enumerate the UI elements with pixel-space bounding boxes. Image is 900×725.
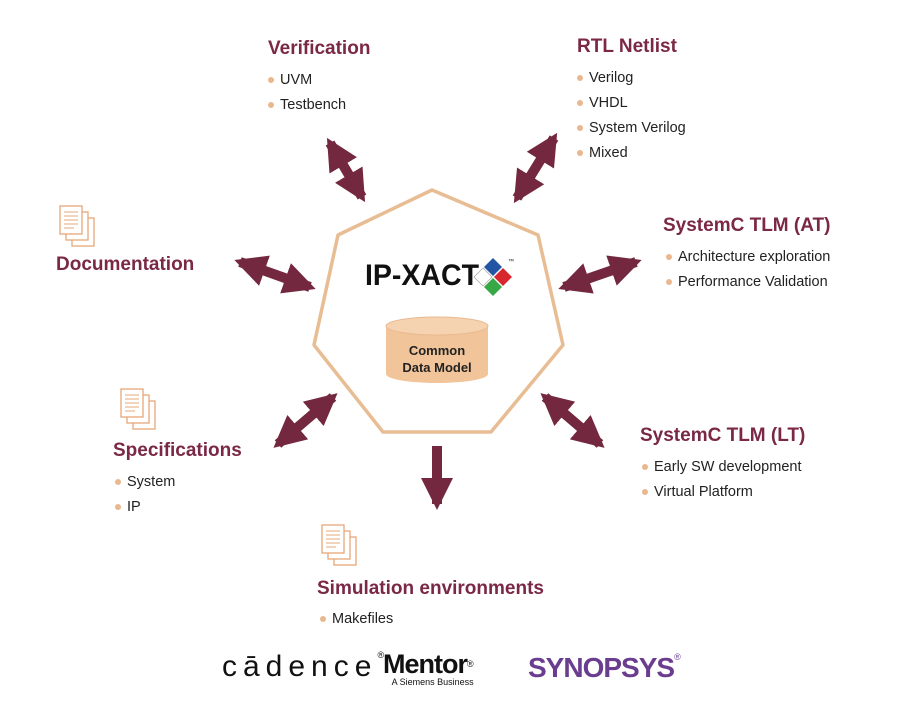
list-item: Virtual Platform [642, 480, 805, 505]
list-item: Architecture exploration [666, 245, 830, 270]
documentation-title: Documentation [56, 254, 195, 275]
simulation-title: Simulation environments [317, 578, 544, 599]
database-label-line2: Data Model [402, 360, 471, 375]
document-stack-icon [321, 524, 357, 566]
list-item: UVM [268, 68, 370, 93]
ipxact-logo-text: IP-XACT [365, 259, 479, 292]
specifications-block: Specifications System IP [113, 440, 242, 520]
synopsys-logo-text: SYNOPSYS [528, 652, 675, 683]
list-item: System [115, 470, 242, 495]
list-item: Makefiles [320, 607, 544, 632]
synopsys-reg-mark: ® [674, 652, 681, 662]
rtl-netlist-list: Verilog VHDL System Verilog Mixed [577, 66, 686, 166]
systemc-tlm-lt-list: Early SW development Virtual Platform [642, 455, 805, 505]
arrow-tlm-lt [540, 393, 605, 448]
document-stack-icon [120, 388, 156, 430]
rtl-netlist-title: RTL Netlist [577, 36, 677, 57]
list-item: System Verilog [577, 116, 686, 141]
arrow-rtl [512, 132, 559, 204]
systemc-tlm-lt-block: SystemC TLM (LT) Early SW development Vi… [640, 425, 805, 505]
systemc-tlm-at-block: SystemC TLM (AT) Architecture exploratio… [663, 215, 830, 295]
list-item: IP [115, 495, 242, 520]
list-item: Testbench [268, 93, 370, 118]
mentor-logo: Mentor® A Siemens Business [383, 650, 474, 687]
cadence-logo: cādence® [222, 650, 384, 684]
list-item: Performance Validation [666, 270, 830, 295]
simulation-block: Simulation environments Makefiles [317, 578, 544, 632]
verification-title: Verification [268, 38, 371, 59]
systemc-tlm-at-title: SystemC TLM (AT) [663, 215, 831, 236]
center-heptagon [312, 188, 565, 434]
specifications-list: System IP [115, 470, 242, 520]
list-item: Verilog [577, 66, 686, 91]
documentation-block: Documentation [56, 254, 194, 276]
list-item: VHDL [577, 91, 686, 116]
mentor-logo-subtitle: A Siemens Business [391, 677, 474, 687]
mentor-reg-mark: ® [467, 659, 474, 669]
arrow-verification [325, 137, 367, 203]
list-item: Early SW development [642, 455, 805, 480]
cadence-reg-mark: ® [377, 650, 385, 660]
database-label-line1: Common [409, 343, 465, 358]
rtl-netlist-block: RTL Netlist Verilog VHDL System Verilog … [577, 36, 686, 166]
verification-block: Verification UVM Testbench [268, 38, 370, 118]
mentor-logo-text: Mentor [383, 649, 468, 679]
simulation-list: Makefiles [320, 607, 544, 632]
synopsys-logo: SYNOPSYS® [528, 652, 681, 684]
ipxact-tm: ™ [508, 258, 514, 265]
verification-list: UVM Testbench [268, 68, 370, 118]
arrow-tlm-at [558, 255, 642, 294]
systemc-tlm-lt-title: SystemC TLM (LT) [640, 425, 806, 446]
arrow-documentation [234, 255, 316, 294]
cadence-logo-text: cādence [222, 650, 378, 683]
database-cylinder-icon [385, 316, 489, 383]
ipxact-diamond-icon [473, 258, 512, 296]
document-stack-icon [59, 205, 95, 247]
systemc-tlm-at-list: Architecture exploration Performance Val… [666, 245, 830, 295]
list-item: Mixed [577, 141, 686, 166]
specifications-title: Specifications [113, 440, 242, 461]
arrow-specifications [273, 393, 338, 448]
